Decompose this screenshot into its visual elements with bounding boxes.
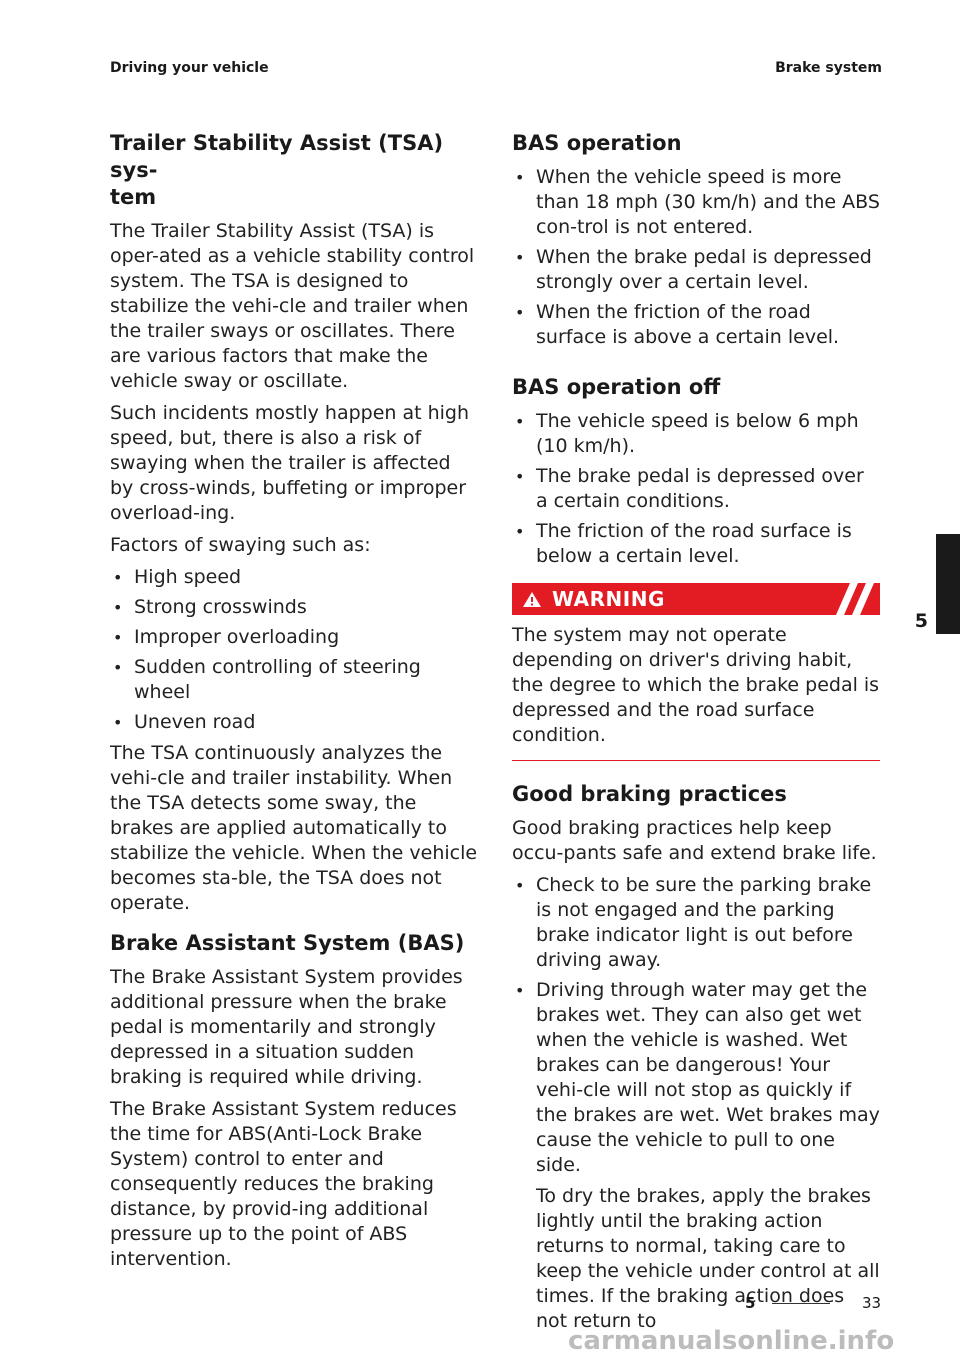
bullet-icon: • [515, 876, 525, 895]
list-item: •Driving through water may get the brake… [515, 979, 880, 1176]
bas-operation-list: •When the vehicle speed is more than 18 … [512, 165, 880, 350]
list-item: •The brake pedal is depressed over a cer… [515, 465, 864, 512]
bas-operation-heading: BAS operation [512, 131, 682, 155]
left-column: Trailer Stability Assist (TSA) sys- tem … [110, 130, 478, 1279]
tsa-paragraph-4: The TSA continuously analyzes the vehi-c… [110, 742, 478, 914]
bullet-icon: • [515, 412, 525, 431]
warning-banner: WARNING [512, 583, 880, 615]
bas-operation-off-heading: BAS operation off [512, 375, 721, 399]
tsa-heading-line1: Trailer Stability Assist (TSA) sys- [110, 131, 444, 182]
list-item: •Check to be sure the parking brake is n… [515, 874, 872, 971]
tsa-heading: Trailer Stability Assist (TSA) sys- tem [110, 130, 478, 211]
list-item: •When the brake pedal is depressed stron… [515, 246, 872, 293]
bas-paragraph-2: The Brake Assistant System reduces the t… [110, 1098, 457, 1270]
bas-paragraph-1: The Brake Assistant System provides addi… [110, 966, 463, 1088]
list-item: •High speed [113, 566, 242, 588]
bullet-icon: • [515, 248, 525, 267]
good-braking-list: •Check to be sure the parking brake is n… [512, 873, 880, 1178]
footer-page-number: 33 [862, 1294, 882, 1312]
bullet-icon: • [113, 713, 123, 732]
tsa-factors-list: •High speed •Strong crosswinds •Improper… [110, 565, 478, 735]
running-header-left: Driving your vehicle [110, 60, 269, 76]
list-item: •The friction of the road surface is bel… [515, 520, 852, 567]
bullet-icon: • [113, 628, 123, 647]
bullet-icon: • [113, 658, 123, 677]
list-item: •When the friction of the road surface i… [515, 301, 840, 348]
tsa-paragraph-2: Such incidents mostly happen at high spe… [110, 402, 470, 524]
warning-slashes-icon [820, 583, 880, 615]
good-braking-subparagraph: To dry the brakes, apply the brakes ligh… [536, 1185, 880, 1332]
bullet-icon: • [515, 981, 525, 1000]
bas-operation-off-list: •The vehicle speed is below 6 mph (10 km… [512, 409, 880, 569]
warning-triangle-icon [522, 591, 542, 612]
chapter-tab-number: 5 [914, 610, 928, 632]
tsa-paragraph-1: The Trailer Stability Assist (TSA) is op… [110, 220, 475, 392]
bullet-icon: • [113, 598, 123, 617]
bullet-icon: • [515, 303, 525, 322]
warning-divider [512, 760, 880, 761]
list-item: •Improper overloading [113, 626, 340, 648]
right-column: BAS operation •When the vehicle speed is… [512, 130, 880, 1341]
bullet-icon: • [515, 168, 525, 187]
list-item: •The vehicle speed is below 6 mph (10 km… [515, 410, 859, 457]
list-item: •Sudden controlling of steering wheel [113, 656, 421, 703]
running-header-right: Brake system [775, 60, 882, 76]
footer-divider [772, 1303, 830, 1304]
watermark: carmanualsonline.info [568, 1326, 895, 1356]
tsa-paragraph-3: Factors of swaying such as: [110, 534, 371, 556]
warning-text: The system may not operate depending on … [512, 624, 880, 746]
bullet-icon: • [515, 522, 525, 541]
bas-heading: Brake Assistant System (BAS) [110, 931, 465, 955]
bullet-icon: • [113, 568, 123, 587]
list-item: •Uneven road [113, 711, 256, 733]
good-braking-heading: Good braking practices [512, 782, 787, 806]
list-item: •When the vehicle speed is more than 18 … [515, 166, 880, 238]
list-item: •Strong crosswinds [113, 596, 307, 618]
tsa-heading-line2: tem [110, 185, 157, 209]
good-braking-paragraph: Good braking practices help keep occu-pa… [512, 817, 877, 864]
warning-title: WARNING [552, 587, 665, 611]
footer-chapter: 5 [745, 1294, 756, 1312]
chapter-tab [936, 534, 960, 634]
bullet-icon: • [515, 467, 525, 486]
